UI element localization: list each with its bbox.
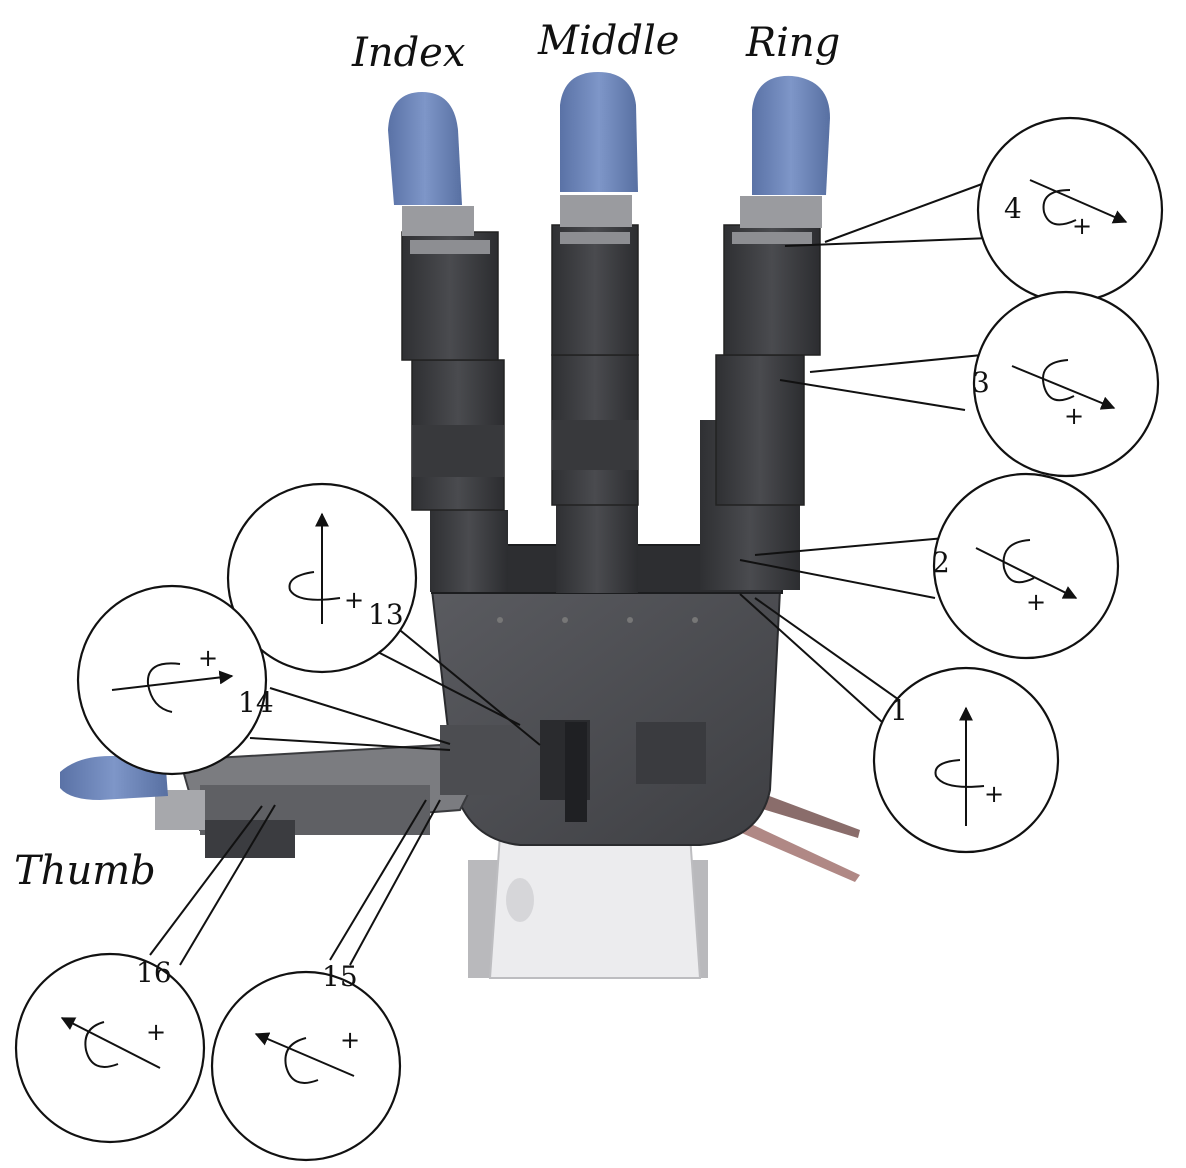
- joint-1-sign: +: [984, 780, 1004, 808]
- ring-label: Ring: [745, 20, 840, 66]
- rotation-axis-icon: [288, 512, 341, 624]
- joint-4-callout: 4 +: [976, 116, 1164, 304]
- rotation-axis-icon: [934, 706, 985, 826]
- joint-14-sign: +: [198, 644, 218, 672]
- joint-16-number: 16: [136, 956, 172, 989]
- joint-1-number: 1: [890, 694, 908, 727]
- joint-3-sign: +: [1064, 402, 1084, 430]
- thumb-label: Thumb: [14, 848, 156, 894]
- index-label: Index: [351, 30, 465, 76]
- joint-4-sign: +: [1072, 212, 1092, 240]
- robot-hand-photo: [60, 72, 860, 979]
- joint-13-callout: 13 +: [226, 482, 418, 674]
- joint-16-sign: +: [146, 1018, 166, 1046]
- joint-15-number: 15: [322, 960, 358, 993]
- rotation-axis-icon: [1029, 179, 1128, 226]
- rotation-axis-icon: [975, 539, 1078, 599]
- palm: [430, 589, 782, 846]
- joint-2-callout: 2 +: [932, 472, 1120, 660]
- joint-16-callout: 16 +: [14, 952, 206, 1144]
- rotation-axis-icon: [254, 1032, 355, 1084]
- ring-finger: [700, 75, 830, 590]
- rotation-axis-icon: [111, 662, 234, 713]
- joint-4-number: 4: [1004, 192, 1022, 225]
- joint-13-sign: +: [344, 586, 364, 614]
- rotation-axis-icon: [1011, 359, 1116, 410]
- index-finger: [388, 92, 508, 592]
- joint-2-sign: +: [1026, 588, 1046, 616]
- joint-2-number: 2: [932, 546, 950, 579]
- middle-finger: [551, 72, 639, 593]
- rotation-axis-icon: [60, 1017, 161, 1069]
- joint-3-number: 3: [972, 366, 990, 399]
- joint-13-number: 13: [368, 598, 404, 631]
- joint-3-callout: 3 +: [972, 290, 1160, 478]
- joint-15-sign: +: [340, 1026, 360, 1054]
- leader-lines: [149, 183, 993, 966]
- joint-14-number: 14: [238, 686, 274, 719]
- middle-label: Middle: [537, 18, 679, 64]
- wrist-base: [468, 770, 860, 979]
- joint-15-callout: 15 +: [210, 960, 402, 1162]
- joint-1-callout: 1 +: [872, 666, 1060, 854]
- joint-14-callout: 14 +: [76, 584, 274, 776]
